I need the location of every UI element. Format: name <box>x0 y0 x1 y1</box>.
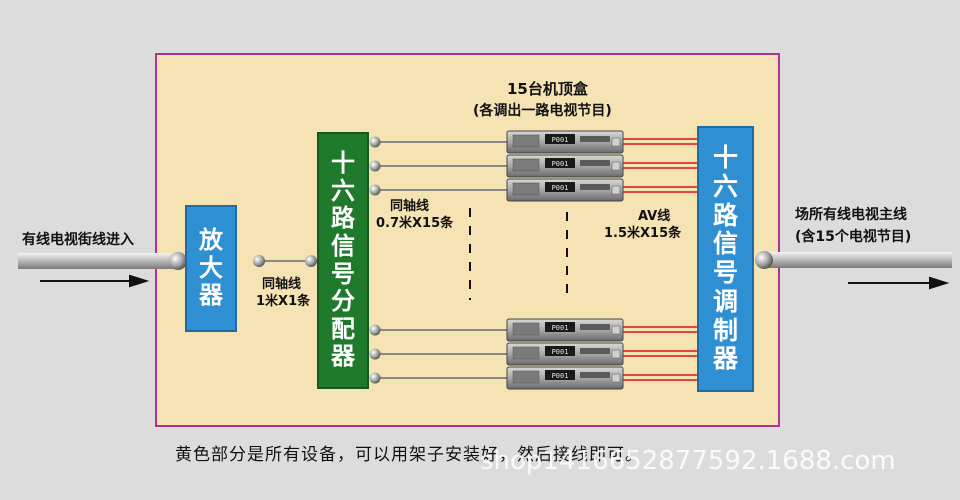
input-cable <box>18 253 178 269</box>
modulator-char: 号 <box>712 258 738 287</box>
splitter-char: 六 <box>331 176 355 205</box>
modulator-char: 路 <box>712 200 738 230</box>
stb-display <box>545 182 575 192</box>
coax1-label-line1: 同轴线 <box>262 277 302 292</box>
amplifier-char: 器 <box>199 281 223 310</box>
stb-buttons <box>512 370 540 384</box>
av-label-line2: 1.5米X15条 <box>604 226 682 241</box>
amplifier-char: 大 <box>199 253 223 282</box>
watermark: shop1416652877592.1688.com <box>480 446 896 476</box>
modulator-char: 制 <box>712 315 738 345</box>
splitter-char: 路 <box>331 204 355 233</box>
splitter-char: 器 <box>331 342 355 371</box>
stb-panel <box>580 372 610 378</box>
stb-buttons <box>512 322 540 336</box>
stb-title: 15台机顶盒 <box>507 80 588 98</box>
amplifier-char: 放 <box>199 226 223 255</box>
stb-display <box>545 370 575 380</box>
output-label-line1: 场所有线电视主线 <box>795 207 907 223</box>
coax1-label-line2: 1米X1条 <box>256 294 311 309</box>
modulator-box: 十 六 路 信 号 调 制 器 <box>697 126 754 392</box>
coax2-label-line1: 同轴线 <box>390 199 430 214</box>
stb-subtitle: (各调出一路电视节目) <box>473 103 612 119</box>
output-connector <box>755 251 773 269</box>
stb-knob <box>611 325 621 335</box>
stb-knob <box>611 161 621 171</box>
splitter-box: 十 六 路 信 号 分 配 器 <box>317 132 369 389</box>
stb-display-text: P001 <box>552 324 569 332</box>
coax2-label-line2: 0.7米X15条 <box>376 216 454 231</box>
stb-display-text: P001 <box>552 184 569 192</box>
output-arrow <box>848 276 950 290</box>
splitter-port <box>369 372 381 384</box>
stb-display-text: P001 <box>552 136 569 144</box>
coax-amp-to-splitter <box>253 255 317 267</box>
stb-display <box>545 158 575 168</box>
stb-display-text: P001 <box>552 160 569 168</box>
stb-display-text: P001 <box>552 348 569 356</box>
input-connector <box>169 252 187 270</box>
stb-panel <box>580 324 610 330</box>
input-label: 有线电视街线进入 <box>22 232 134 248</box>
stb-display-text: P001 <box>552 372 569 380</box>
input-arrow <box>40 274 150 288</box>
splitter-char: 号 <box>331 259 355 288</box>
av-label-line1: AV线 <box>638 209 671 224</box>
splitter-port <box>369 324 381 336</box>
stb-panel <box>580 160 610 166</box>
stb-display <box>545 322 575 332</box>
stb-buttons <box>512 134 540 148</box>
stb-display <box>545 346 575 356</box>
modulator-char: 信 <box>712 229 738 259</box>
stb-knob <box>611 185 621 195</box>
stb-display <box>545 134 575 144</box>
splitter-char: 信 <box>331 231 355 260</box>
stb-knob <box>611 373 621 383</box>
stb-knob <box>611 349 621 359</box>
output-cable <box>762 252 952 268</box>
stb-panel <box>580 184 610 190</box>
modulator-char: 六 <box>712 171 738 201</box>
modulator-char: 调 <box>712 286 738 316</box>
splitter-char: 十 <box>331 149 355 178</box>
modulator-char: 十 <box>712 143 738 172</box>
amplifier-box: 放 大 器 <box>185 205 237 332</box>
stb-buttons <box>512 182 540 196</box>
stb-knob <box>611 137 621 147</box>
caption: 黄色部分是所有设备，可以用架子安装好，然后接线即可。 <box>175 445 643 465</box>
splitter-char: 分 <box>331 287 355 316</box>
splitter-port <box>369 348 381 360</box>
output-label-line2: (含15个电视节目) <box>795 229 912 245</box>
splitter-port <box>369 136 381 148</box>
stb-panel <box>580 136 610 142</box>
stb-panel <box>580 348 610 354</box>
equipment-panel <box>155 53 780 427</box>
stb-buttons <box>512 346 540 360</box>
splitter-port <box>369 184 381 196</box>
stb-buttons <box>512 158 540 172</box>
modulator-char: 器 <box>712 344 738 374</box>
splitter-char: 配 <box>331 314 355 343</box>
splitter-port <box>369 160 381 172</box>
